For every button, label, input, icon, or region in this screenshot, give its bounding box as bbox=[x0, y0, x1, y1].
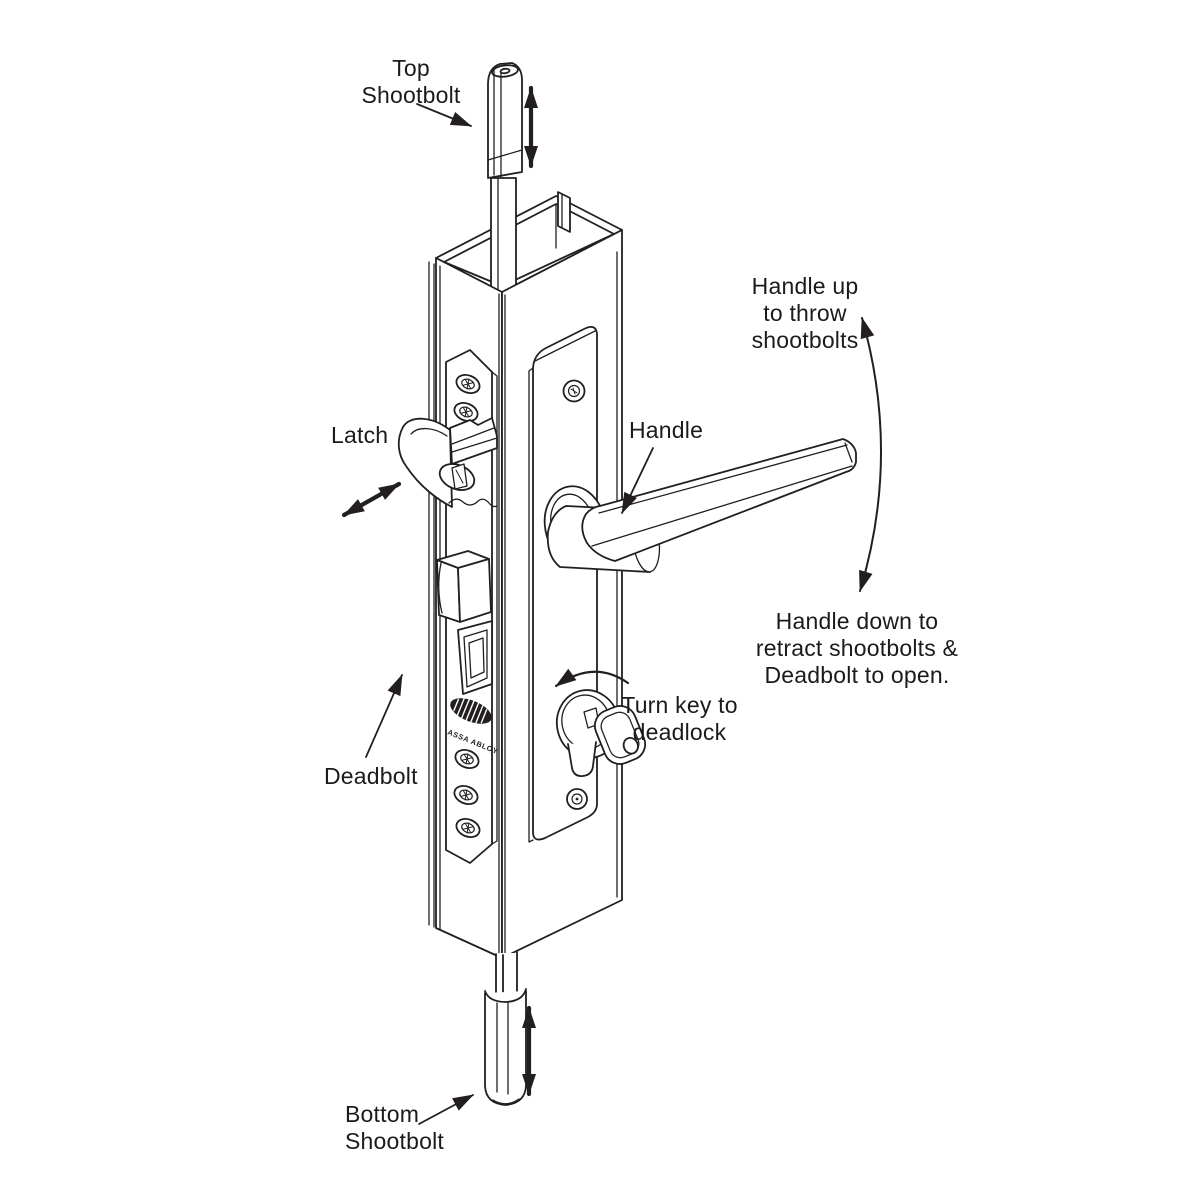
bottom-shootbolt-drawing bbox=[484, 951, 527, 1106]
label-turn-key: Turn key to deadlock bbox=[621, 692, 738, 745]
label-handle: Handle bbox=[629, 417, 704, 443]
faceplate-screw bbox=[454, 749, 480, 769]
label-handle-down: Handle down to retract shootbolts & Dead… bbox=[755, 608, 959, 688]
key-cylinder-drawing bbox=[555, 689, 647, 777]
latch-drawing bbox=[397, 417, 498, 508]
latch-motion-arrow bbox=[341, 481, 402, 518]
pointer-deadbolt bbox=[365, 674, 403, 758]
label-top-shootbolt: Top Shootbolt bbox=[361, 55, 461, 108]
faceplate-screw bbox=[455, 374, 481, 394]
label-latch: Latch bbox=[331, 422, 389, 448]
pointer-handle bbox=[621, 447, 654, 514]
handle-arc-arrow bbox=[859, 317, 882, 592]
deadbolt-drawing bbox=[436, 550, 493, 695]
handle-drawing bbox=[581, 438, 857, 562]
label-handle-up: Handle up to throw shootbolts bbox=[751, 273, 859, 353]
faceplate-screw bbox=[453, 785, 479, 805]
faceplate-screw bbox=[455, 818, 481, 838]
pointer-top-shootbolt bbox=[416, 103, 472, 127]
key-bow bbox=[593, 705, 647, 765]
faceplate-screw bbox=[453, 402, 479, 422]
pointer-bottom-shootbolt bbox=[418, 1094, 474, 1125]
faceplate: ASSA ABLOY bbox=[397, 349, 500, 864]
escutcheon-screw bbox=[566, 788, 588, 810]
label-deadbolt: Deadbolt bbox=[324, 763, 418, 789]
escutcheon-screw bbox=[562, 379, 586, 403]
escutcheon-plate bbox=[528, 325, 857, 843]
key-turn-arrow bbox=[554, 668, 630, 688]
label-bottom-shootbolt: Bottom Shootbolt bbox=[345, 1101, 444, 1154]
